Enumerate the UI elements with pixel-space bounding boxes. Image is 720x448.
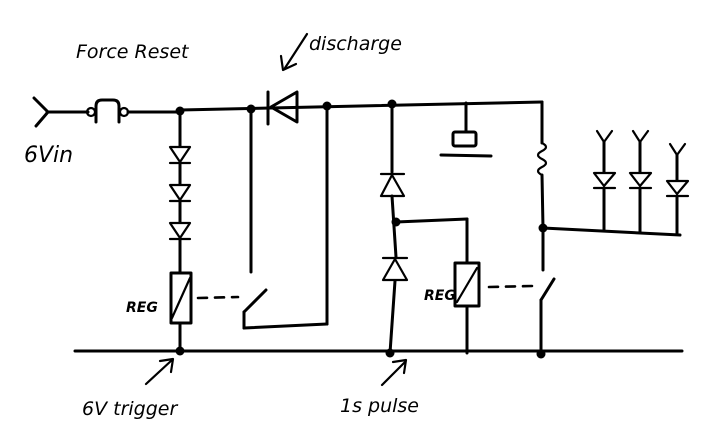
discharge-label: discharge: [309, 33, 402, 55]
arrow-icon: [380, 358, 408, 387]
input-voltage-label: 6Vin: [24, 143, 73, 168]
resistor: [536, 100, 548, 272]
relay-switch-left: [242, 104, 329, 330]
led-bus: [541, 226, 682, 237]
relay-linkage-left: [196, 295, 240, 300]
led-indicator: [665, 142, 690, 236]
relay-linkage-right: [487, 284, 534, 289]
arrow-icon: [279, 32, 309, 72]
relay-label-right: REG: [424, 288, 456, 304]
force-reset-label: Force Reset: [76, 41, 190, 63]
pulse-diode-chain: [379, 102, 409, 355]
capacitor: [439, 101, 493, 158]
pulse-label: 1s pulse: [340, 395, 419, 417]
mid-crossbar: [394, 217, 469, 224]
relay-switch-right: [539, 277, 556, 356]
arrow-icon: [144, 357, 175, 386]
top-rail: [178, 100, 544, 112]
discharge-diode: [266, 90, 299, 126]
relay-coil-right: [453, 217, 481, 355]
trigger-label: 6V trigger: [82, 398, 178, 420]
zener-diode-chain: [168, 110, 192, 274]
relay-coil-left: [169, 271, 193, 353]
led-indicator: [592, 129, 617, 232]
relay-label-left: REG: [126, 300, 158, 316]
input-terminal: [32, 96, 90, 128]
led-indicator: [628, 129, 653, 234]
force-reset-button: [85, 98, 182, 124]
